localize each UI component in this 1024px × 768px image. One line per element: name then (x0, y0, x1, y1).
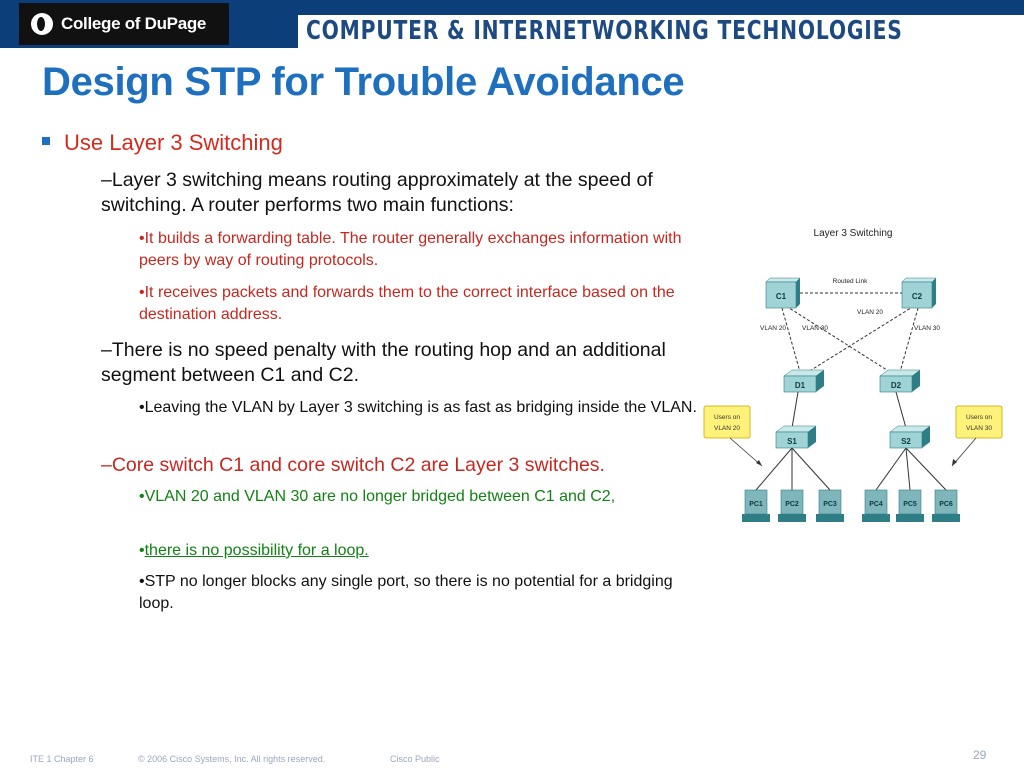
switch-s1: S1 (775, 425, 817, 449)
sub-bullet-2-item-1: •Leaving the VLAN by Layer 3 switching i… (139, 399, 697, 416)
switch-s2: S2 (889, 425, 931, 449)
link-c2-d1 (807, 305, 915, 373)
switch-s2-label: S2 (901, 437, 911, 446)
routed-link-label: Routed Link (833, 278, 868, 285)
switch-d2-label: D2 (891, 381, 902, 390)
sub-bullet-3-item-3: •STP no longer blocks any single port, s… (139, 573, 673, 612)
square-bullet-icon (42, 137, 50, 145)
main-bullet: Use Layer 3 Switching (42, 130, 283, 156)
sub-bullet-2: –There is no speed penalty with the rout… (101, 339, 666, 386)
sub-bullet-1-item-2: •It receives packets and forwards them t… (139, 284, 675, 323)
users-vlan20-line1: Users on (714, 414, 740, 421)
pc-5-label: PC5 (903, 501, 917, 508)
diagram-links (755, 292, 947, 491)
pc-1-label: PC1 (749, 501, 763, 508)
users-vlan20-line2: VLAN 20 (714, 425, 740, 432)
sub-bullet-3: –Core switch C1 and core switch C2 are L… (101, 454, 605, 476)
college-logo-icon (31, 13, 53, 35)
link-s2-pc4 (875, 447, 907, 491)
pc-2-label: PC2 (785, 501, 799, 508)
pc-3: PC3 (816, 489, 844, 522)
footer-chapter: ITE 1 Chapter 6 (30, 754, 94, 764)
link-s2-pc6 (905, 447, 947, 491)
link-s2-pc5 (905, 447, 911, 491)
pc-4: PC4 (862, 489, 890, 522)
switch-d2: D2 (879, 369, 921, 393)
sub-bullet-1: –Layer 3 switching means routing approxi… (101, 169, 653, 216)
pc-2: PC2 (778, 489, 806, 522)
sub-bullet-3-item-2: •there is no possibility for a loop. (139, 540, 704, 562)
pc-4-label: PC4 (869, 501, 883, 508)
switch-d1-label: D1 (795, 381, 806, 390)
link-s1-pc1 (755, 447, 793, 491)
footer-copyright: © 2006 Cisco Systems, Inc. All rights re… (138, 754, 326, 764)
sub-bullet-3-item-2-prefix: • (139, 542, 145, 559)
pc-6: PC6 (932, 489, 960, 522)
slide-title: Design STP for Trouble Avoidance (42, 60, 685, 104)
link-c1-d2 (785, 305, 891, 373)
switch-c1: C1 (765, 277, 801, 309)
pc-1: PC1 (742, 489, 770, 522)
switch-d1: D1 (783, 369, 825, 393)
vlan20-label-left: VLAN 20 (760, 325, 786, 332)
vlan20-label-right: VLAN 20 (857, 309, 883, 316)
diagram-labels: Routed Link VLAN 20 VLAN 30 VLAN 20 VLAN… (760, 278, 940, 332)
users-vlan30-line2: VLAN 30 (966, 425, 992, 432)
header-bar: College of DuPage COMPUTER & INTERNETWOR… (0, 0, 1024, 48)
vlan30-label-right: VLAN 30 (914, 325, 940, 332)
pc-6-label: PC6 (939, 501, 953, 508)
college-logo[interactable]: College of DuPage (19, 3, 229, 45)
sub-bullet-3-item-1: •VLAN 20 and VLAN 30 are no longer bridg… (139, 488, 616, 505)
link-c1-d1 (781, 307, 801, 373)
link-s1-pc3 (791, 447, 831, 491)
footer-classification: Cisco Public (390, 754, 440, 764)
diagram-title: Layer 3 Switching (814, 228, 893, 239)
switch-s1-label: S1 (787, 437, 797, 446)
page-number: 29 (973, 748, 987, 762)
users-vlan20-box: Users on VLAN 20 (703, 405, 763, 467)
vlan30-label-left: VLAN 30 (802, 325, 828, 332)
link-d2-s2 (895, 391, 907, 429)
main-bullet-text: Use Layer 3 Switching (64, 130, 283, 155)
college-logo-text: College of DuPage (61, 14, 207, 33)
users-vlan30-box: Users on VLAN 30 (951, 405, 1003, 467)
pc-5: PC5 (896, 489, 924, 522)
link-d1-s1 (791, 391, 799, 429)
layer3-switching-diagram: Layer 3 Switching Routed Link VLAN 20 VL… (703, 228, 1003, 522)
no-loop-link[interactable]: there is no possibility for a loop. (144, 542, 369, 559)
pc-3-label: PC3 (823, 501, 837, 508)
sub-bullet-1-item-1: •It builds a forwarding table. The route… (139, 230, 682, 269)
switch-c1-label: C1 (776, 292, 787, 301)
link-c2-d2 (899, 307, 919, 373)
switch-c2-label: C2 (912, 292, 923, 301)
department-banner-text: COMPUTER & INTERNETWORKING TECHNOLOGIES (306, 16, 903, 46)
department-banner: COMPUTER & INTERNETWORKING TECHNOLOGIES (298, 15, 1024, 48)
users-vlan30-line1: Users on (966, 414, 992, 421)
switch-c2: C2 (901, 277, 937, 309)
